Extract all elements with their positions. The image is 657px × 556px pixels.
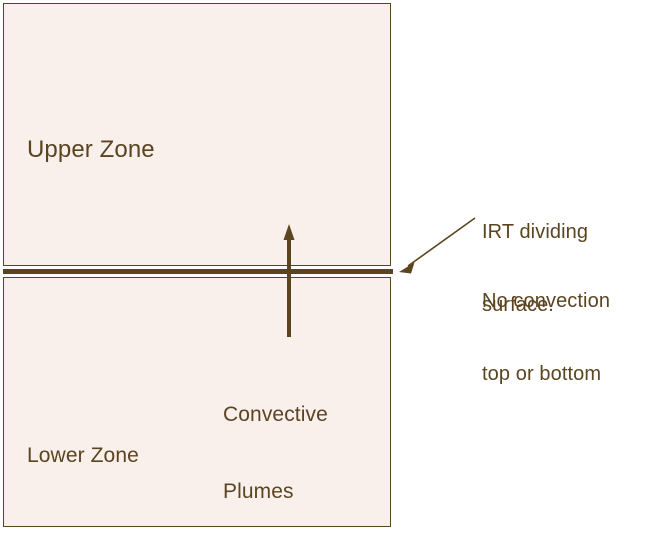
annotation-irt-surface: IRT dividing surface.	[482, 171, 588, 366]
annotation-no-convection-line1: No convection	[482, 289, 611, 312]
lower-zone-label: Lower Zone	[27, 444, 139, 467]
diagram-canvas: Upper Zone Lower Zone Convective Plumes …	[3, 3, 610, 527]
convective-plumes-label-line2: Plumes	[223, 480, 294, 504]
annotation-pointer-arrow	[399, 217, 476, 274]
irt-dividing-surface-line	[3, 269, 393, 274]
convective-plumes-label-line1: Convective	[223, 403, 328, 427]
annotation-irt-surface-line2: surface.	[482, 293, 554, 316]
annotation-irt-surface-line1: IRT dividing	[482, 220, 589, 243]
annotation-no-convection-line2: top or bottom	[482, 362, 602, 385]
annotation-no-convection: No convection top or bottom	[482, 240, 610, 435]
convective-plumes-label: Convective Plumes	[223, 351, 328, 556]
upper-zone-region	[3, 3, 391, 266]
lower-zone-region	[3, 277, 391, 527]
upper-zone-label: Upper Zone	[27, 136, 155, 163]
